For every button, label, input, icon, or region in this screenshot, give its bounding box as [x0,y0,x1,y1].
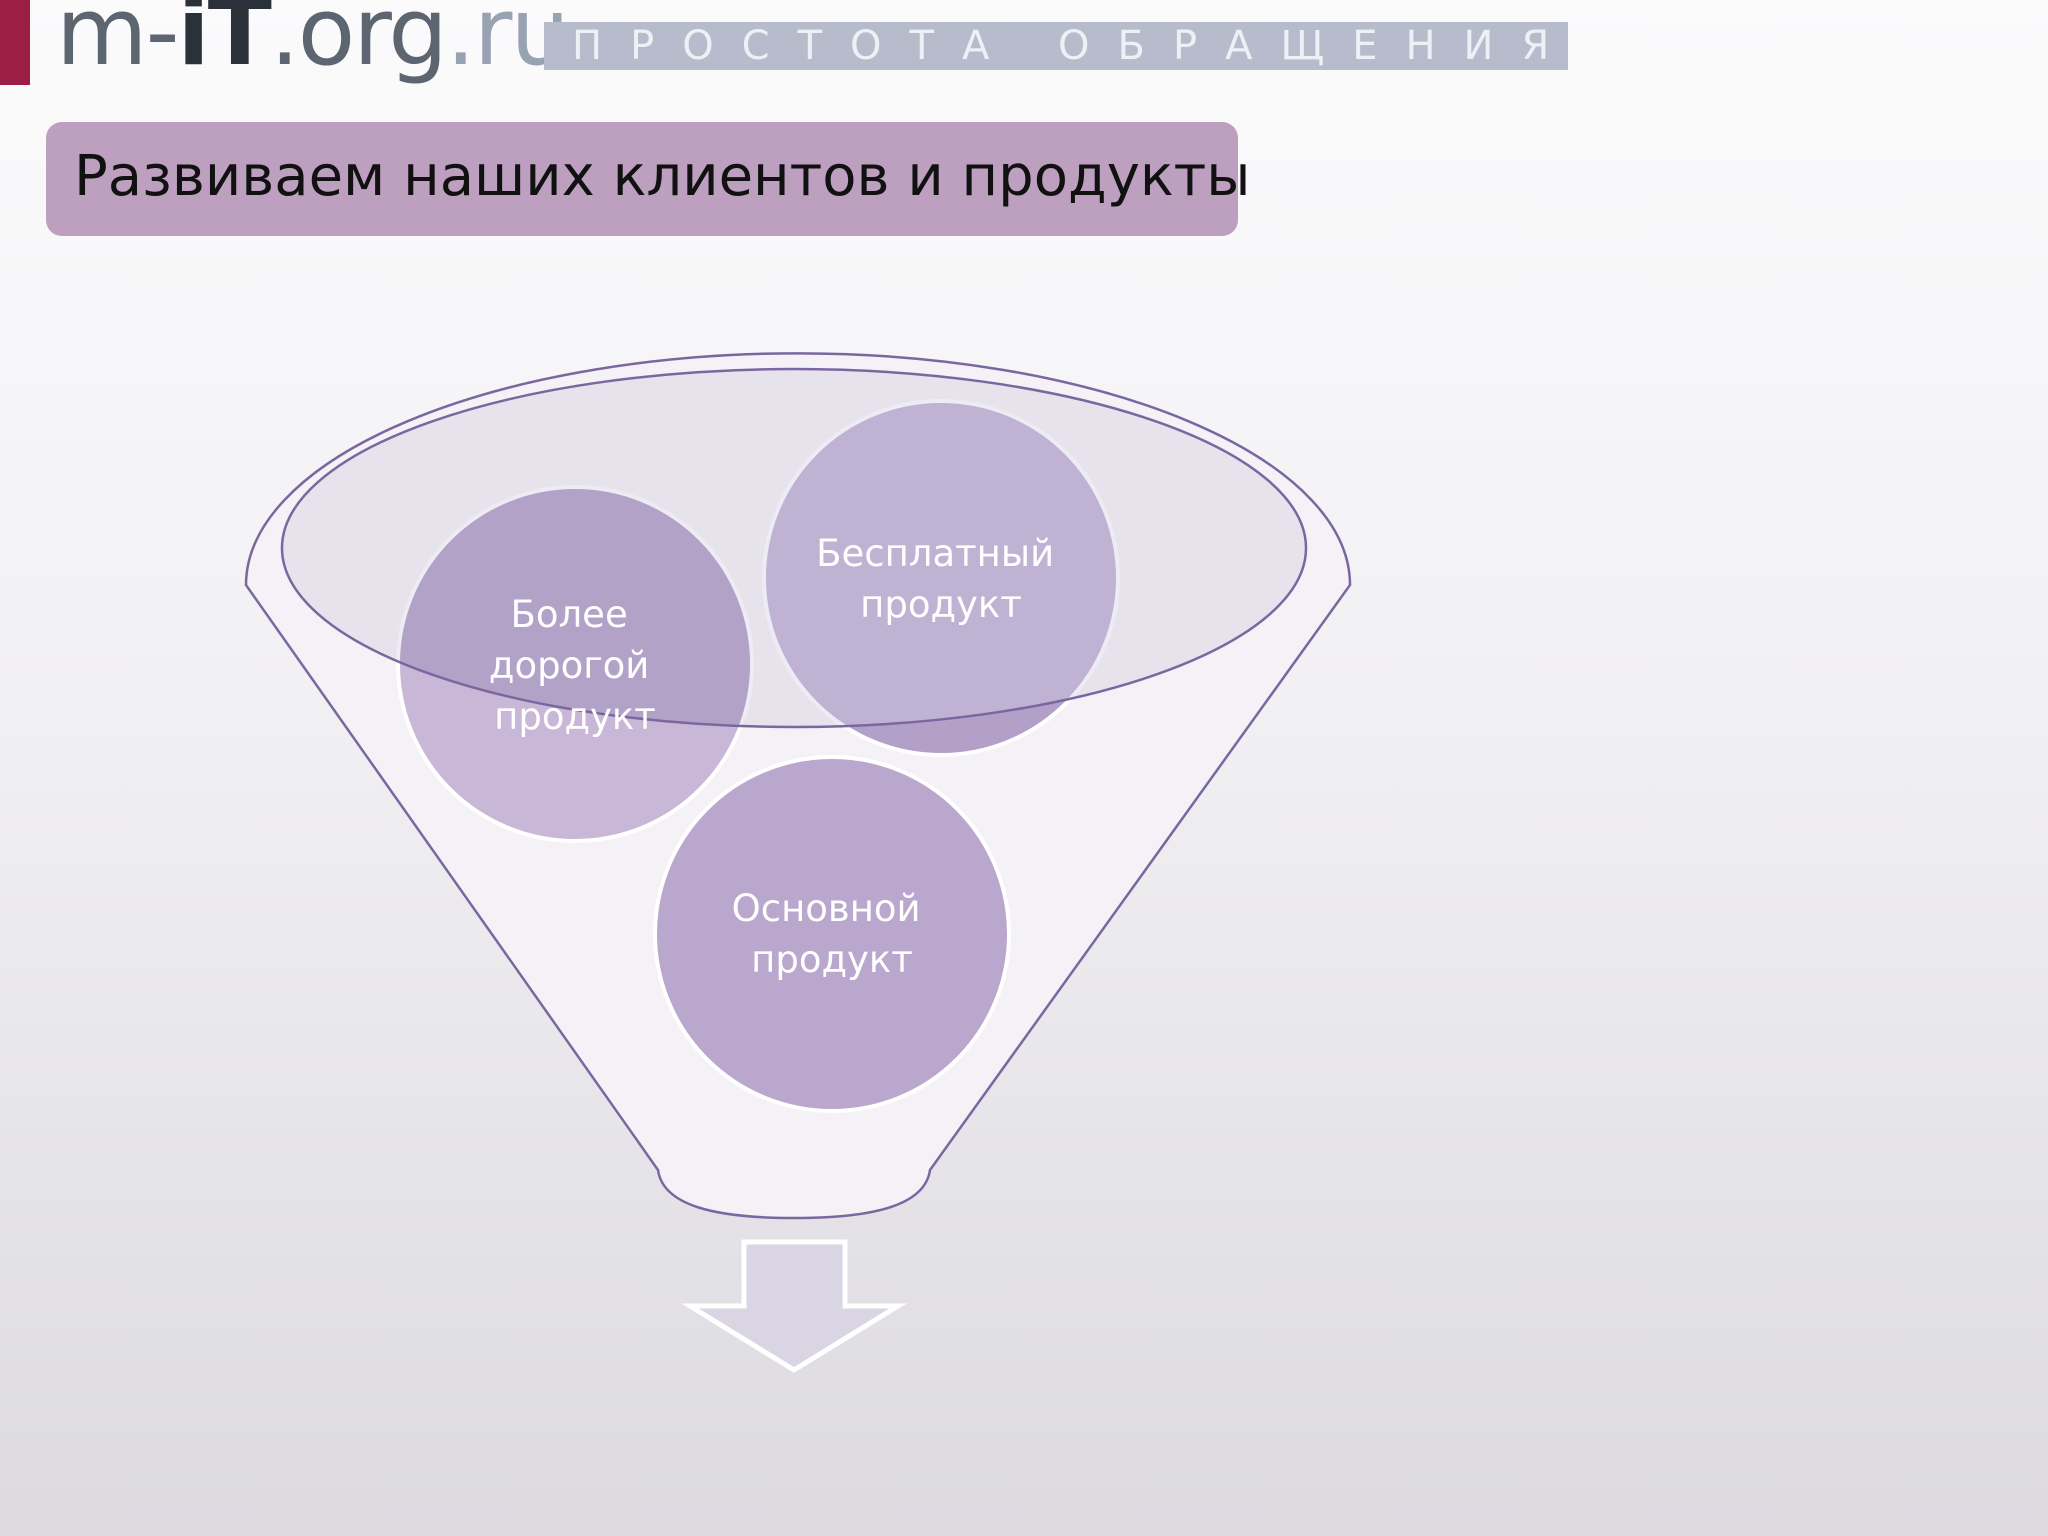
slide-title: Развиваем наших клиентов и продукты [74,144,1251,209]
circle-more-expensive-product [396,485,754,843]
circle-free-product [762,399,1120,757]
label-free-product: Бесплатный продукт [816,532,1066,626]
logo-part-m: m- [56,0,179,87]
logo-part-org: .org [269,0,448,87]
label-line: продукт [751,938,913,981]
label-more-expensive-product: Более дорогой продукт [489,593,661,738]
label-main-product: Основной продукт [732,887,933,981]
site-logo[interactable]: m-iT.org.ru [56,0,570,80]
tagline-banner: ПРОСТОТА ОБРАЩЕНИЯ [544,22,1568,70]
label-line: продукт [494,695,656,738]
logo-accent-bar [0,0,30,85]
slide-title-bar: Развиваем наших клиентов и продукты [46,122,1251,236]
logo-part-it: iT [177,0,272,87]
label-line: Более [511,593,628,636]
label-line: Основной [732,887,921,930]
funnel-mouth [280,367,1308,729]
circle-main-product [653,755,1011,1113]
label-line: Бесплатный [816,532,1054,575]
label-line: продукт [860,583,1022,626]
label-line: дорогой [489,644,649,687]
arrow-down-icon [681,1239,907,1373]
